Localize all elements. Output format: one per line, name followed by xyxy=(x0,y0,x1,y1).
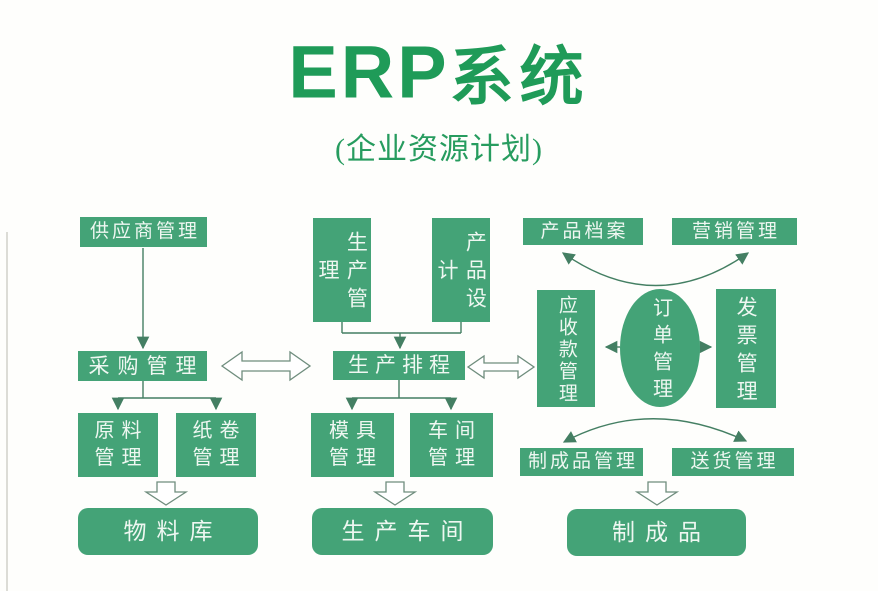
node-line: 车间 xyxy=(428,420,482,442)
hollow-arrow-to-production-workshop xyxy=(372,481,418,506)
arc-order-to-archive-and-marketing xyxy=(561,252,750,287)
merge-production-design xyxy=(341,322,462,334)
node-supplier-management: 供应商管理 xyxy=(80,217,207,247)
node-finished-goods-management: 制成品管理 xyxy=(520,448,643,476)
page-title: ERP系统 xyxy=(0,26,878,118)
node-line: 原料 xyxy=(94,420,149,442)
page-subtitle: (企业资源计划) xyxy=(335,133,543,166)
hollow-arrow-to-finished-goods xyxy=(634,481,680,506)
node-workshop-management: 车间 管理 xyxy=(410,413,493,477)
node-delivery-management: 送货管理 xyxy=(672,448,794,476)
branch-purchasing xyxy=(118,381,216,399)
title-erp: ERP xyxy=(288,30,450,114)
node-production-scheduling: 生产排程 xyxy=(333,351,465,380)
node-receivables-management: 应收款管理 xyxy=(537,290,595,407)
node-order-management: 订单管理 xyxy=(620,289,700,407)
double-arrow-purchasing-scheduling xyxy=(220,350,312,382)
branch-scheduling xyxy=(352,379,451,399)
node-purchasing-management: 采购管理 xyxy=(78,351,207,381)
node-mold-management: 模具 管理 xyxy=(311,413,394,477)
node-line: 管理 xyxy=(94,447,149,469)
node-line: 纸卷 xyxy=(192,420,247,442)
node-invoice-management: 发票管理 xyxy=(716,289,776,408)
node-finished-goods: 制成品 xyxy=(567,509,746,556)
title-system: 系统 xyxy=(449,42,590,113)
node-production-workshop: 生产车间 xyxy=(312,508,493,555)
node-line: 管理 xyxy=(329,447,383,469)
double-arrow-scheduling-receivables xyxy=(466,354,536,380)
node-line: 管理 xyxy=(192,447,247,469)
node-product-archive: 产品档案 xyxy=(523,218,643,245)
node-line: 管理 xyxy=(428,447,482,469)
node-material-warehouse: 物料库 xyxy=(78,508,258,555)
node-paper-roll-management: 纸卷 管理 xyxy=(176,413,256,477)
node-production-management: 生产管理 xyxy=(313,218,371,322)
node-marketing-management: 营销管理 xyxy=(672,218,797,245)
node-line: 模具 xyxy=(329,420,383,442)
node-raw-material-management: 原料 管理 xyxy=(78,413,158,477)
arc-order-to-finished-and-delivery xyxy=(562,418,748,443)
hollow-arrow-to-material-warehouse xyxy=(143,481,189,506)
node-product-design: 产品设计 xyxy=(432,218,490,322)
scan-artifact-line xyxy=(6,232,8,591)
